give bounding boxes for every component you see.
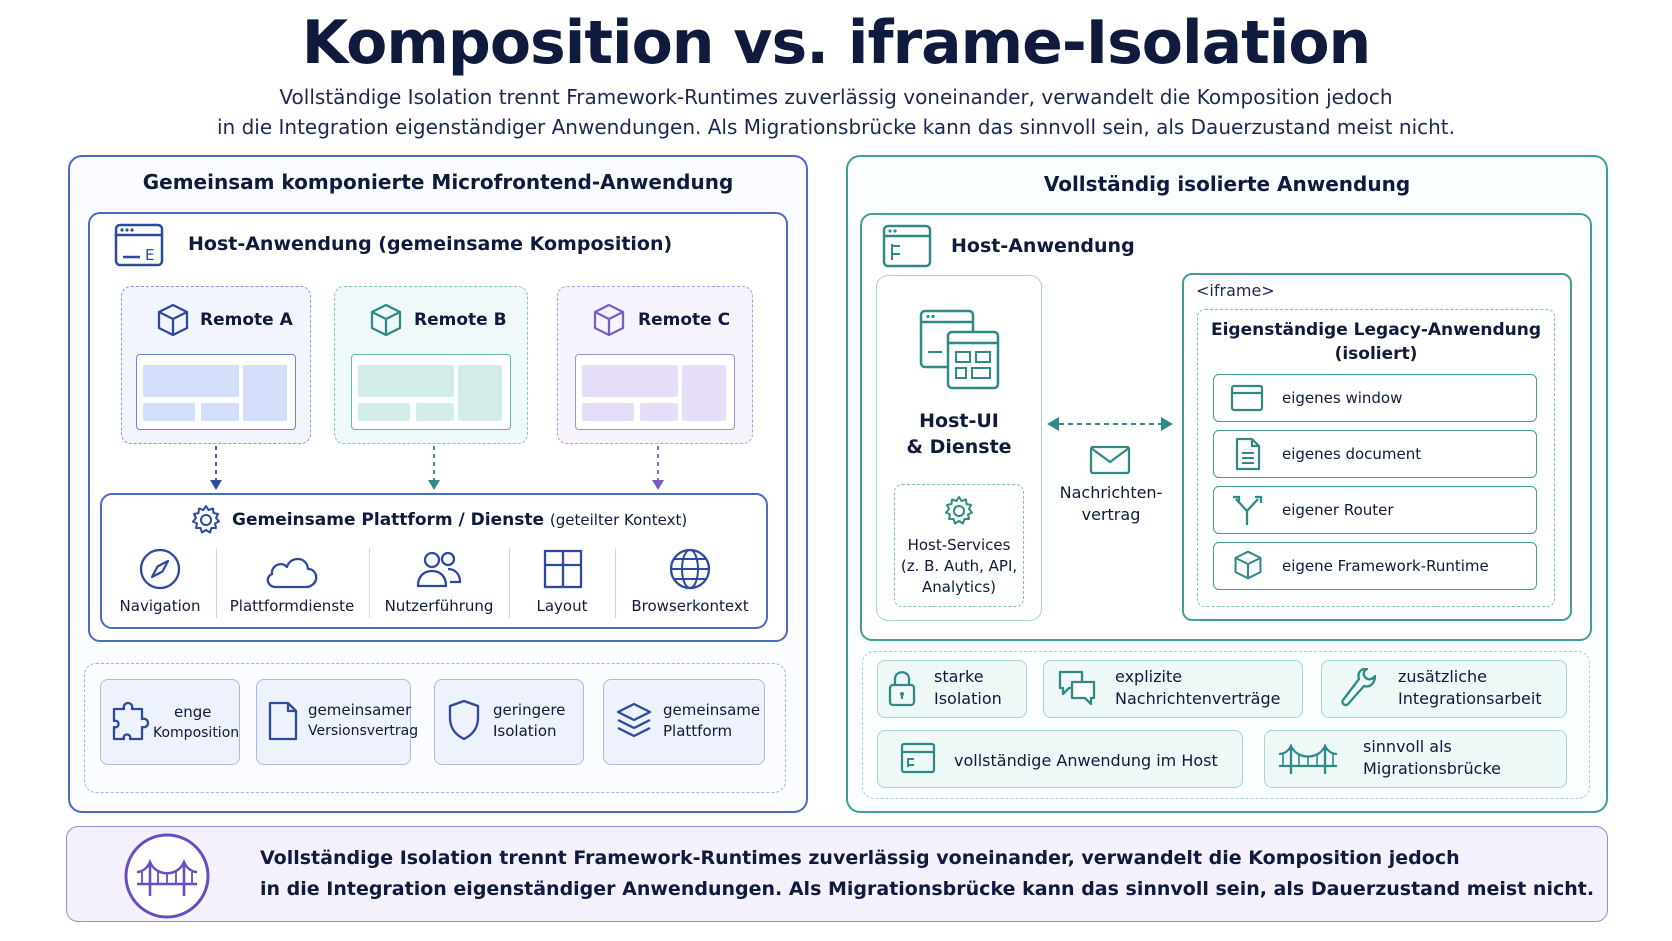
isolation-traits — [862, 651, 1590, 799]
page-subtitle: Vollständige Isolation trennt Framework-… — [0, 82, 1672, 142]
legacy-item-runtime — [1213, 542, 1537, 590]
platform-item-browser-context: Browserkontext — [631, 597, 749, 615]
remote-c-label: Remote C — [638, 310, 731, 330]
legacy-app-box — [1197, 309, 1555, 607]
envelope-icon — [1089, 445, 1131, 479]
compass-icon — [138, 547, 182, 595]
remote-a-label: Remote A — [200, 310, 293, 330]
shared-platform-box — [100, 493, 768, 629]
trait-tight-composition — [100, 679, 240, 765]
legacy-item-window-label: eigenes window — [1282, 389, 1403, 407]
composed-app-title: Gemeinsam komponierte Microfrontend-Anwe… — [142, 170, 734, 194]
cloud-icon — [262, 549, 322, 595]
summary-footer — [66, 826, 1608, 922]
wrench-icon — [1339, 667, 1379, 714]
globe-icon — [668, 547, 712, 595]
gear-icon — [942, 494, 976, 532]
host-ui-label: Host-UI& Dienste — [906, 410, 1012, 458]
message-arrow — [1047, 417, 1173, 431]
platform-item-navigation: Navigation — [119, 597, 201, 615]
host-services-label: Host-Services(z. B. Auth, API,Analytics) — [900, 536, 1018, 596]
trait-full-app-in-host — [877, 730, 1243, 788]
platform-item-services: Plattformdienste — [229, 597, 355, 615]
legacy-item-window — [1213, 374, 1537, 422]
host-services-box — [894, 484, 1024, 607]
remote-to-platform-arrows — [210, 446, 440, 490]
isolated-app-title: Vollständig isolierte Anwendung — [1043, 172, 1411, 196]
app-window-icon — [900, 742, 936, 778]
host-app-isolated-title: Host-Anwendung — [951, 235, 1135, 257]
lock-icon — [887, 668, 917, 712]
svg-text:E: E — [145, 246, 154, 264]
layers-icon — [614, 700, 654, 746]
bridge-icon — [1277, 740, 1339, 780]
browser-window-icon — [882, 224, 932, 272]
divider — [615, 548, 616, 618]
legacy-item-runtime-label: eigene Framework-Runtime — [1282, 557, 1489, 575]
trait-full-app-in-host-text: vollständige Anwendung im Host — [954, 751, 1218, 770]
summary-text: Vollständige Isolation trennt Framework-… — [260, 847, 1595, 900]
trait-strong-isolation — [877, 660, 1027, 718]
page-title: Komposition vs. iframe-Isolation — [301, 8, 1372, 78]
message-contract-label: Nachrichten-vertrag — [1059, 483, 1163, 524]
windows-icon — [918, 308, 1002, 396]
chat-icon — [1057, 668, 1097, 712]
divider — [369, 548, 370, 618]
remote-c-arrow — [652, 446, 664, 490]
host-app-composed-title: Host-Anwendung (gemeinsame Komposition) — [188, 233, 673, 255]
legacy-item-router — [1213, 486, 1537, 534]
window-icon — [1230, 384, 1264, 416]
shield-icon — [446, 698, 482, 746]
legacy-item-document-label: eigenes document — [1282, 445, 1422, 463]
trait-migration-bridge — [1264, 730, 1567, 788]
browser-window-icon: E — [114, 223, 164, 271]
cube-icon — [591, 302, 627, 342]
puzzle-icon — [110, 697, 154, 747]
remote-a-preview — [136, 354, 296, 430]
users-icon — [414, 548, 464, 594]
legacy-item-document — [1213, 430, 1537, 478]
subtitle-line-1: Vollständige Isolation trennt Framework-… — [279, 85, 1393, 109]
divider — [509, 548, 510, 618]
trait-shared-version-contract — [256, 679, 411, 765]
platform-item-user-guidance: Nutzerführung — [384, 597, 494, 615]
iframe-label: <iframe> — [1196, 281, 1275, 300]
trait-shared-platform — [603, 679, 765, 765]
legacy-item-router-label: eigener Router — [1282, 501, 1394, 519]
remote-b-label: Remote B — [414, 310, 507, 330]
cube-icon — [155, 302, 191, 342]
bridge-icon — [123, 832, 211, 924]
document-icon — [266, 700, 300, 746]
composition-traits — [84, 663, 786, 793]
remote-c-preview — [575, 354, 735, 430]
subtitle-line-2: in die Integration eigenständiger Anwend… — [216, 115, 1456, 139]
document-icon — [1234, 437, 1262, 475]
platform-item-layout: Layout — [536, 597, 588, 615]
remote-b-preview — [351, 354, 511, 430]
divider — [216, 548, 217, 618]
legacy-app-title: Eigenständige Legacy-Anwendung(isoliert) — [1210, 320, 1542, 364]
cube-icon — [368, 302, 404, 342]
cube-icon — [1232, 549, 1264, 585]
gear-icon — [189, 503, 223, 541]
trait-lower-isolation — [434, 679, 584, 765]
shared-platform-title: Gemeinsame Plattform / Dienste (geteilte… — [232, 510, 688, 530]
trait-explicit-contracts — [1043, 660, 1303, 718]
layout-icon — [542, 548, 584, 594]
router-icon — [1230, 493, 1264, 531]
